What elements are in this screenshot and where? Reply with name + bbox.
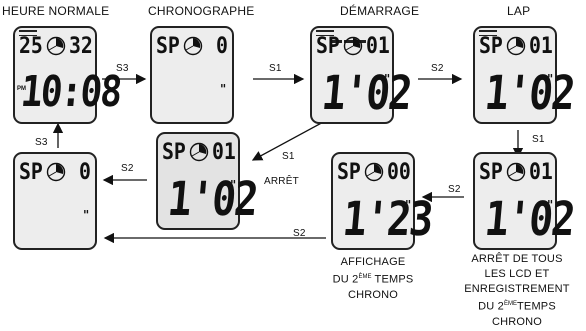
button-label-s2: S2 (448, 184, 461, 195)
caption-line: AFFICHAGE (324, 255, 422, 270)
lcd-elapsed: 1'23 (341, 196, 434, 243)
lcd-lap: SP 01 1'02 " (473, 26, 557, 124)
prime-mark: " (83, 208, 89, 222)
lcd-elapsed: 1'02 (483, 196, 576, 243)
lcd-count: 0 (216, 36, 228, 58)
caption-stop: ARRÊT (264, 176, 299, 187)
lcd-mode: SP (337, 162, 361, 184)
button-label-s1: S1 (282, 151, 295, 162)
prime-mark: " (384, 72, 390, 86)
caption-line: ENREGISTREMENT (455, 282, 579, 297)
prime-mark: " (547, 198, 553, 212)
caption-line: DU 2ÈMETEMPS (455, 297, 579, 315)
lcd-mode: SP (479, 36, 503, 58)
lcd-mode: SP (156, 36, 180, 58)
dial-icon (46, 36, 66, 56)
dial-icon (189, 142, 209, 162)
lcd-chronograph: SP 0 " (150, 26, 234, 124)
lcd-elapsed: 1'02 (320, 70, 413, 117)
button-label-s2: S2 (431, 63, 444, 74)
caption-line: CHRONO (455, 315, 579, 330)
lcd-seconds: 32 (69, 36, 93, 58)
lcd-date: 25 (19, 36, 43, 58)
dial-icon (343, 36, 363, 56)
dial-icon (506, 162, 526, 182)
lcd-mode: SP (479, 162, 503, 184)
lcd-reset: SP 0 " (13, 152, 97, 250)
dial-icon (183, 36, 203, 56)
button-label-s1: S1 (532, 134, 545, 145)
lcd-count: 01 (529, 162, 553, 184)
button-label-s3: S3 (35, 137, 48, 148)
caption-line: ARRÊT DE TOUS (455, 252, 579, 267)
lcd-start: SP 01 1'02 " (310, 26, 394, 124)
dial-icon (506, 36, 526, 56)
prime-mark: " (220, 82, 226, 96)
lcd-second-time: SP 00 1'23 " (331, 152, 415, 250)
dial-icon (364, 162, 384, 182)
caption-second-display: AFFICHAGE DU 2ÈME TEMPS CHRONO (324, 255, 422, 303)
lcd-count: 00 (387, 162, 411, 184)
dial-icon (46, 162, 66, 182)
caption-line: DU 2ÈME TEMPS (324, 270, 422, 288)
lcd-elapsed: 1'02 (166, 176, 259, 223)
lcd-count: 01 (212, 142, 236, 164)
prime-mark: " (405, 198, 411, 212)
lcd-mode: SP (162, 142, 186, 164)
button-label-s2: S2 (121, 163, 134, 174)
prime-mark: " (230, 178, 236, 192)
lcd-mode: SP (19, 162, 43, 184)
lcd-stopped: SP 01 1'02 " (156, 132, 240, 230)
caption-all-stop: ARRÊT DE TOUS LES LCD ET ENREGISTREMENT … (455, 252, 579, 330)
lcd-count: 01 (366, 36, 390, 58)
lcd-elapsed: 1'02 (483, 70, 576, 117)
prime-mark: " (547, 72, 553, 86)
lcd-count: 0 (79, 162, 91, 184)
caption-line: LES LCD ET (455, 267, 579, 282)
button-label-s1: S1 (269, 63, 282, 74)
lcd-normal-time: 25 32 PM 10:08 (13, 26, 97, 124)
caption-line: CHRONO (324, 288, 422, 303)
button-label-s2: S2 (293, 228, 306, 239)
lcd-mode: SP (316, 36, 340, 58)
lcd-time: 10:08 (19, 70, 122, 113)
lcd-all-stop: SP 01 1'02 " (473, 152, 557, 250)
lcd-count: 01 (529, 36, 553, 58)
